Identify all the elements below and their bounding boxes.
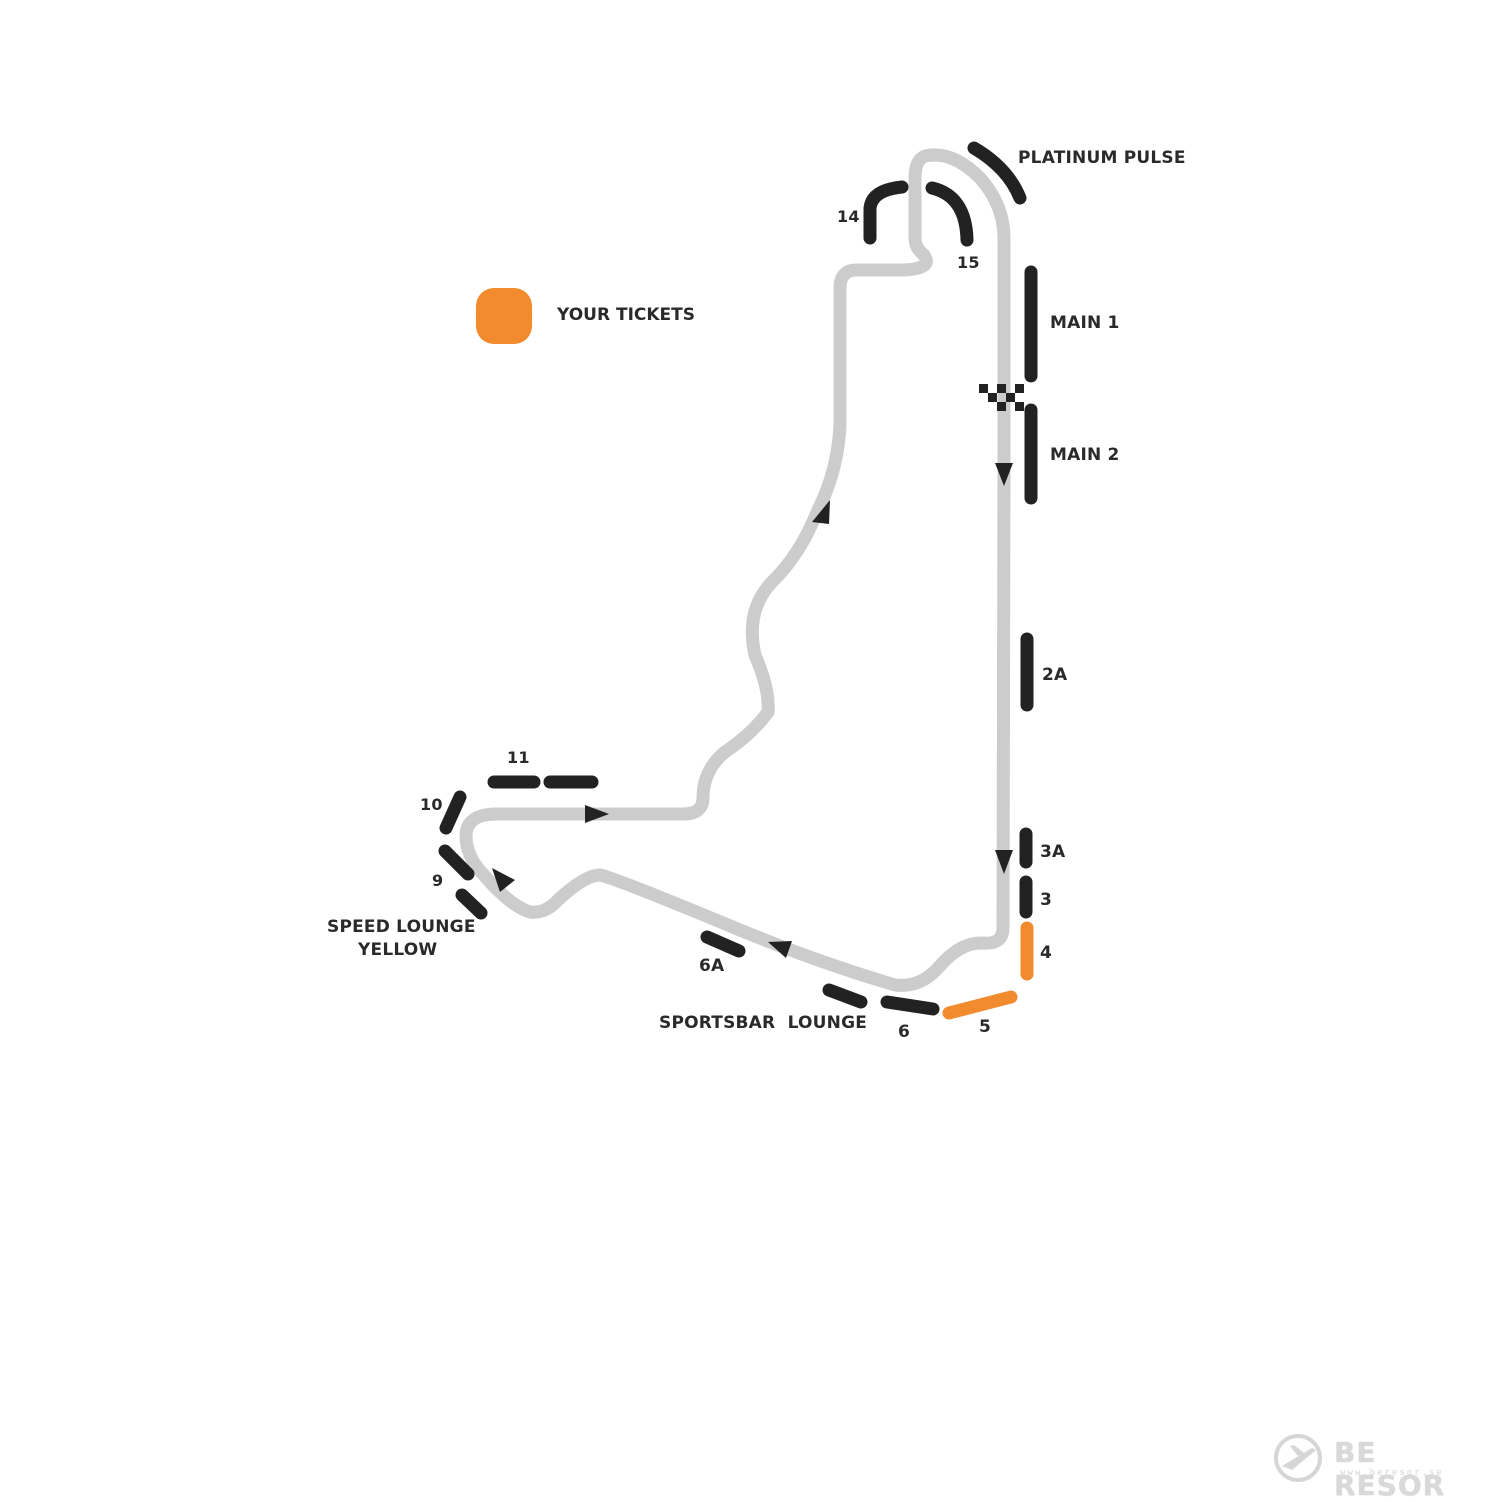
label-4: 4	[1040, 943, 1052, 963]
start-finish-flag-icon	[979, 384, 1024, 411]
label-speed-lounge-line2: YELLOW	[357, 940, 437, 960]
watermark-url: www.beresor.se	[1340, 1468, 1444, 1478]
race-track	[459, 148, 1011, 992]
grandstand-6[interactable]	[880, 995, 940, 1016]
direction-arrow-icon	[585, 805, 609, 823]
label-15: 15	[957, 253, 980, 272]
label-sportsbar-lounge: SPORTSBAR LOUNGE	[659, 1013, 867, 1033]
label-main-1: MAIN 1	[1050, 313, 1120, 333]
direction-arrow-icon	[995, 463, 1013, 486]
grandstand-platinum-pulse[interactable]	[967, 141, 1027, 205]
label-11: 11	[507, 748, 530, 767]
grandstand-sportsbar-lounge[interactable]	[822, 983, 868, 1009]
direction-arrow-icon	[812, 500, 830, 524]
grandstand-15[interactable]	[925, 181, 974, 247]
direction-arrow-icon	[768, 941, 792, 958]
direction-arrow-icon	[492, 868, 515, 892]
label-main-2: MAIN 2	[1050, 445, 1120, 465]
grandstand-5[interactable]	[942, 990, 1018, 1020]
legend-swatch	[476, 288, 532, 344]
label-2a: 2A	[1042, 665, 1068, 685]
label-5: 5	[979, 1017, 991, 1037]
label-14: 14	[837, 207, 860, 226]
label-platinum-pulse: PLATINUM PULSE	[1018, 148, 1186, 168]
label-9: 9	[432, 871, 443, 890]
label-10: 10	[420, 795, 443, 814]
direction-arrow-icon	[995, 850, 1013, 874]
grandstand-14[interactable]	[863, 180, 909, 245]
label-speed-lounge-line1: SPEED LOUNGE	[327, 917, 476, 937]
airplane-globe-icon	[1274, 1434, 1322, 1482]
grandstand-6a[interactable]	[700, 930, 746, 958]
label-3a: 3A	[1040, 842, 1066, 862]
label-3: 3	[1040, 890, 1052, 910]
watermark-logo: BE RESOR www.beresor.se	[1268, 1430, 1488, 1502]
label-6a: 6A	[699, 956, 725, 976]
grandstand-9[interactable]	[438, 844, 475, 881]
legend-label: YOUR TICKETS	[557, 305, 695, 325]
grandstand-10[interactable]	[439, 790, 467, 835]
grandstand-speed-lounge-yellow[interactable]	[455, 888, 488, 920]
label-6: 6	[898, 1022, 910, 1042]
